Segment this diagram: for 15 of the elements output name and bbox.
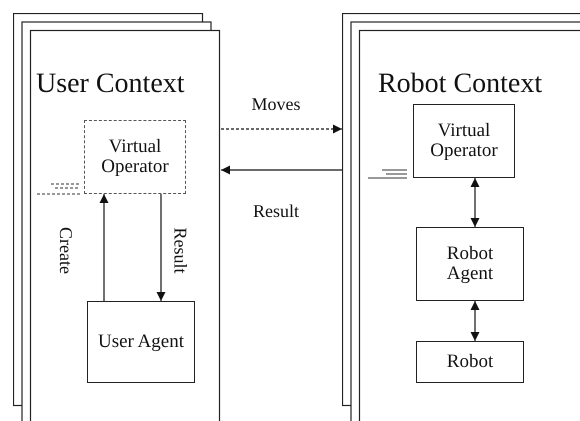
process-box: Robot Agent xyxy=(416,227,524,301)
context-stack xyxy=(13,13,221,421)
process-box: User Agent xyxy=(87,301,195,383)
context-stack xyxy=(342,13,580,421)
arrow xyxy=(156,194,166,301)
context-title: User Context xyxy=(36,68,185,100)
virtual-box: Virtual Operator xyxy=(84,120,186,194)
arrow xyxy=(470,178,480,227)
process-box: Robot xyxy=(416,341,524,383)
arrow xyxy=(221,166,342,174)
context-title: Robot Context xyxy=(378,68,542,100)
arrow xyxy=(100,194,108,301)
arrow xyxy=(470,301,480,341)
process-box: Virtual Operator xyxy=(413,104,515,178)
arrow xyxy=(221,124,342,134)
